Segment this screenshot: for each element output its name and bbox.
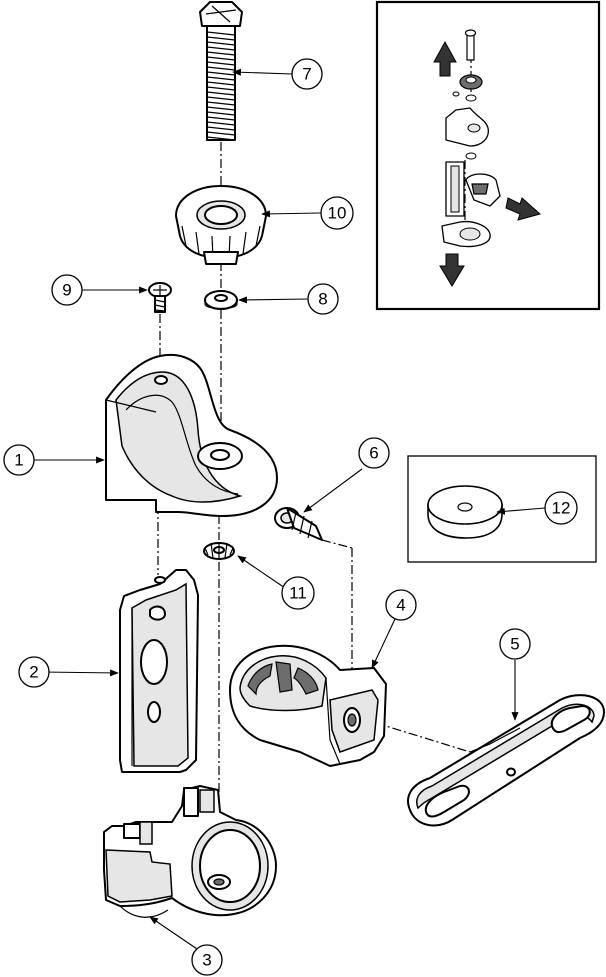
callout-1: 1 [3, 444, 35, 476]
callout-4: 4 [385, 589, 417, 621]
part-12-pad [427, 485, 503, 539]
callout-8: 8 [307, 283, 339, 315]
part-7-screw [199, 1, 243, 141]
inset-upper-housing [445, 107, 489, 147]
part-4-swivel-bracket [229, 644, 387, 767]
part-5-mounting-plate [407, 694, 605, 827]
callout-2-label: 2 [29, 663, 38, 682]
callout-12: 12 [544, 491, 578, 525]
inset-assembly-box [375, 0, 601, 311]
inset-rail-bracket [445, 161, 501, 217]
callout-9: 9 [51, 274, 83, 306]
callout-6-label: 6 [369, 444, 378, 463]
part-1-upper-housing [105, 354, 278, 517]
arrow-up-icon [433, 40, 457, 77]
callout-1-label: 1 [14, 451, 23, 470]
part-8-washer [204, 290, 238, 310]
callout-12-label: 12 [552, 499, 571, 518]
callout-4-label: 4 [396, 596, 405, 615]
part-3-base [103, 785, 277, 918]
callout-5: 5 [499, 628, 531, 660]
callout-8-label: 8 [318, 290, 327, 309]
inset-screw [464, 29, 477, 61]
part-11-lock-washer [203, 542, 235, 560]
inset-knob [459, 74, 483, 90]
leader-lines [34, 68, 546, 952]
arrow-down-icon [439, 253, 465, 287]
arrow-right-icon [505, 197, 542, 221]
callout-7-label: 7 [302, 65, 311, 84]
callout-7: 7 [291, 58, 323, 90]
part-10-knob [175, 185, 267, 265]
callout-11-label: 11 [289, 584, 307, 603]
callout-3: 3 [191, 944, 223, 976]
callout-2: 2 [18, 656, 50, 688]
part-6-stud [274, 507, 323, 541]
callout-10: 10 [320, 196, 354, 230]
callout-3-label: 3 [202, 951, 211, 970]
callout-10-label: 10 [328, 204, 347, 223]
callout-5-label: 5 [510, 635, 519, 654]
callout-9-label: 9 [62, 281, 71, 300]
callout-6: 6 [358, 437, 390, 469]
part-2-slide-rail [119, 569, 199, 773]
inset-base [441, 220, 491, 248]
callout-11: 11 [281, 576, 315, 610]
part-9-small-screw [148, 282, 172, 313]
